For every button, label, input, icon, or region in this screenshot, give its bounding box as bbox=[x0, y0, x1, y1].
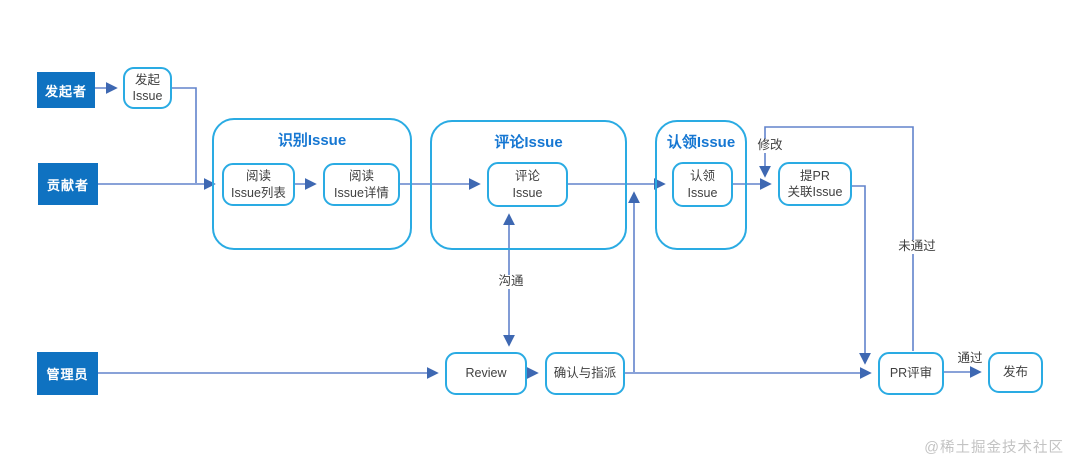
edge-label-passed: 通过 bbox=[957, 351, 983, 365]
node-claim-issue: 认领 Issue bbox=[672, 162, 733, 207]
group-claim-issue: 认领Issue bbox=[655, 120, 747, 250]
role-initiator: 发起者 bbox=[37, 72, 95, 108]
group-claim-issue-title: 认领Issue bbox=[666, 134, 736, 151]
edge-label-modify: 修改 bbox=[748, 138, 792, 153]
edge-label-not-passed: 未通过 bbox=[890, 239, 944, 254]
group-comment-issue: 评论Issue bbox=[430, 120, 627, 250]
node-review: Review bbox=[445, 352, 527, 395]
group-comment-issue-title: 评论Issue bbox=[494, 134, 563, 151]
node-submit-pr: 提PR 关联Issue bbox=[778, 162, 852, 206]
node-confirm-assign: 确认与指派 bbox=[545, 352, 625, 395]
node-create-issue: 发起 Issue bbox=[123, 67, 172, 109]
edge-label-communicate: 沟通 bbox=[489, 274, 533, 289]
node-pr-review: PR评审 bbox=[878, 352, 944, 395]
node-publish: 发布 bbox=[988, 352, 1043, 393]
role-contributor: 贡献者 bbox=[38, 163, 98, 205]
role-admin: 管理员 bbox=[37, 352, 98, 395]
node-comment-issue: 评论 Issue bbox=[487, 162, 568, 207]
node-read-issue-detail: 阅读 Issue详情 bbox=[323, 163, 400, 206]
watermark: @稀土掘金技术社区 bbox=[924, 440, 1064, 456]
node-read-issue-list: 阅读 Issue列表 bbox=[222, 163, 295, 206]
group-identify-issue-title: 识别Issue bbox=[277, 132, 347, 149]
group-identify-issue: 识别Issue bbox=[212, 118, 412, 250]
